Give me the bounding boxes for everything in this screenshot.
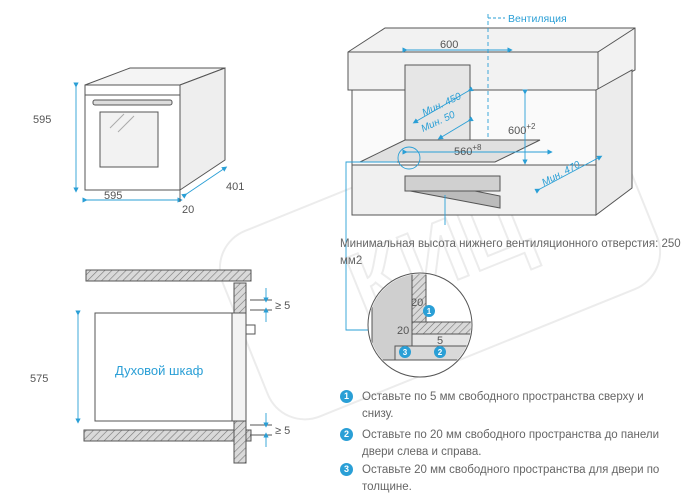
detail-circle bbox=[367, 272, 473, 378]
detail-marker-1: 1 bbox=[423, 305, 435, 317]
opening-height-label: 600+2 bbox=[508, 122, 536, 137]
legend-item-2: 2 Оставьте по 20 мм свободного пространс… bbox=[340, 427, 670, 463]
ventilation-label: Вентиляция bbox=[508, 13, 567, 25]
side-view bbox=[83, 269, 256, 464]
legend-item-3: 3 Оставьте 20 мм свободного пространства… bbox=[340, 462, 670, 498]
detail-gap-top: 20 bbox=[411, 297, 423, 309]
legend-marker-1: 1 bbox=[340, 390, 353, 403]
legend-item-1: 1 Оставьте по 5 мм свободного пространст… bbox=[340, 389, 670, 425]
oven-front-dimensions bbox=[73, 82, 228, 203]
oven-front-view bbox=[84, 67, 226, 191]
legend-marker-3: 3 bbox=[340, 463, 353, 476]
vent-note: Минимальная высота нижнего вентиляционно… bbox=[340, 238, 681, 267]
oven-height-label: 595 bbox=[33, 114, 51, 126]
cabinet-view bbox=[347, 27, 636, 216]
detail-marker-2: 2 bbox=[434, 346, 446, 358]
oven-label: Духовой шкаф bbox=[115, 363, 204, 378]
svg-text:560+8: 560+8 bbox=[454, 143, 482, 158]
oven-width-label: 595 bbox=[104, 190, 122, 202]
opening-width-label: 560+8 bbox=[454, 143, 482, 158]
detail-marker-3: 3 bbox=[399, 346, 411, 358]
legend-text-3: Оставьте 20 мм свободного пространства д… bbox=[362, 464, 660, 493]
legend-text-1: Оставьте по 5 мм свободного пространства… bbox=[362, 391, 644, 420]
bottom-gap-label: ≥ 5 bbox=[275, 425, 290, 437]
svg-text:2: 2 bbox=[438, 348, 443, 357]
detail-gap-bottom: 5 bbox=[437, 335, 443, 347]
cabinet-width-label: 600 bbox=[440, 39, 458, 51]
legend-text-2: Оставьте по 20 мм свободного пространств… bbox=[362, 429, 660, 458]
top-gap-label: ≥ 5 bbox=[275, 300, 290, 312]
side-view-dimensions bbox=[75, 288, 272, 447]
svg-text:3: 3 bbox=[403, 348, 408, 357]
oven-depth-label: 401 bbox=[226, 181, 244, 193]
svg-text:600+2: 600+2 bbox=[508, 122, 536, 137]
panel-offset-label: 20 bbox=[182, 204, 194, 216]
detail-gap-side: 20 bbox=[397, 325, 409, 337]
svg-text:1: 1 bbox=[427, 307, 432, 316]
side-height-label: 575 bbox=[30, 373, 48, 385]
legend-marker-2: 2 bbox=[340, 428, 353, 441]
cabinet-dimensions bbox=[345, 14, 603, 331]
